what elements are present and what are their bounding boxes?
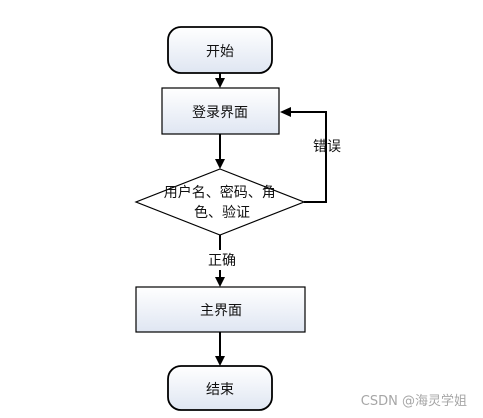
edge-main-to-end bbox=[215, 332, 225, 366]
edge-main-to-end-arrowhead bbox=[215, 356, 225, 366]
edge-start-to-login-arrowhead bbox=[215, 78, 225, 88]
csdn-watermark: CSDN @海灵学姐 bbox=[361, 393, 467, 409]
check-node: 用户名、密码、角 色、验证 bbox=[134, 168, 306, 236]
check-node-label-line-2: 色、验证 bbox=[194, 204, 250, 221]
end-node-shape bbox=[167, 365, 273, 411]
check-node-label: 用户名、密码、角 色、验证 bbox=[164, 184, 280, 221]
correct-label-bg bbox=[204, 250, 240, 270]
main-node-label: 主界面 bbox=[200, 303, 242, 319]
edge-error-arrowhead bbox=[280, 107, 291, 117]
login-node-label: 登录界面 bbox=[192, 105, 248, 121]
edge-login-to-check-arrowhead bbox=[215, 159, 225, 169]
check-node-shape bbox=[134, 168, 306, 236]
end-node-label: 结束 bbox=[206, 382, 234, 398]
check-node-label-line-1: 用户名、密码、角 bbox=[164, 184, 276, 201]
end-node: 结束 bbox=[167, 365, 273, 411]
edge-start-to-login bbox=[215, 73, 225, 88]
edge-check-to-login-error bbox=[280, 107, 327, 203]
main-node: 主界面 bbox=[135, 286, 306, 333]
edge-check-to-main-arrowhead bbox=[215, 277, 225, 287]
login-node: 登录界面 bbox=[161, 87, 280, 135]
edge-login-to-check bbox=[215, 134, 225, 169]
start-node: 开始 bbox=[167, 26, 273, 74]
start-node-label: 开始 bbox=[206, 44, 234, 60]
login-node-shape bbox=[161, 87, 280, 135]
main-node-shape bbox=[135, 286, 306, 333]
correct-edge-label: 正确 bbox=[208, 253, 236, 269]
error-edge-label: 错误 bbox=[313, 139, 341, 155]
